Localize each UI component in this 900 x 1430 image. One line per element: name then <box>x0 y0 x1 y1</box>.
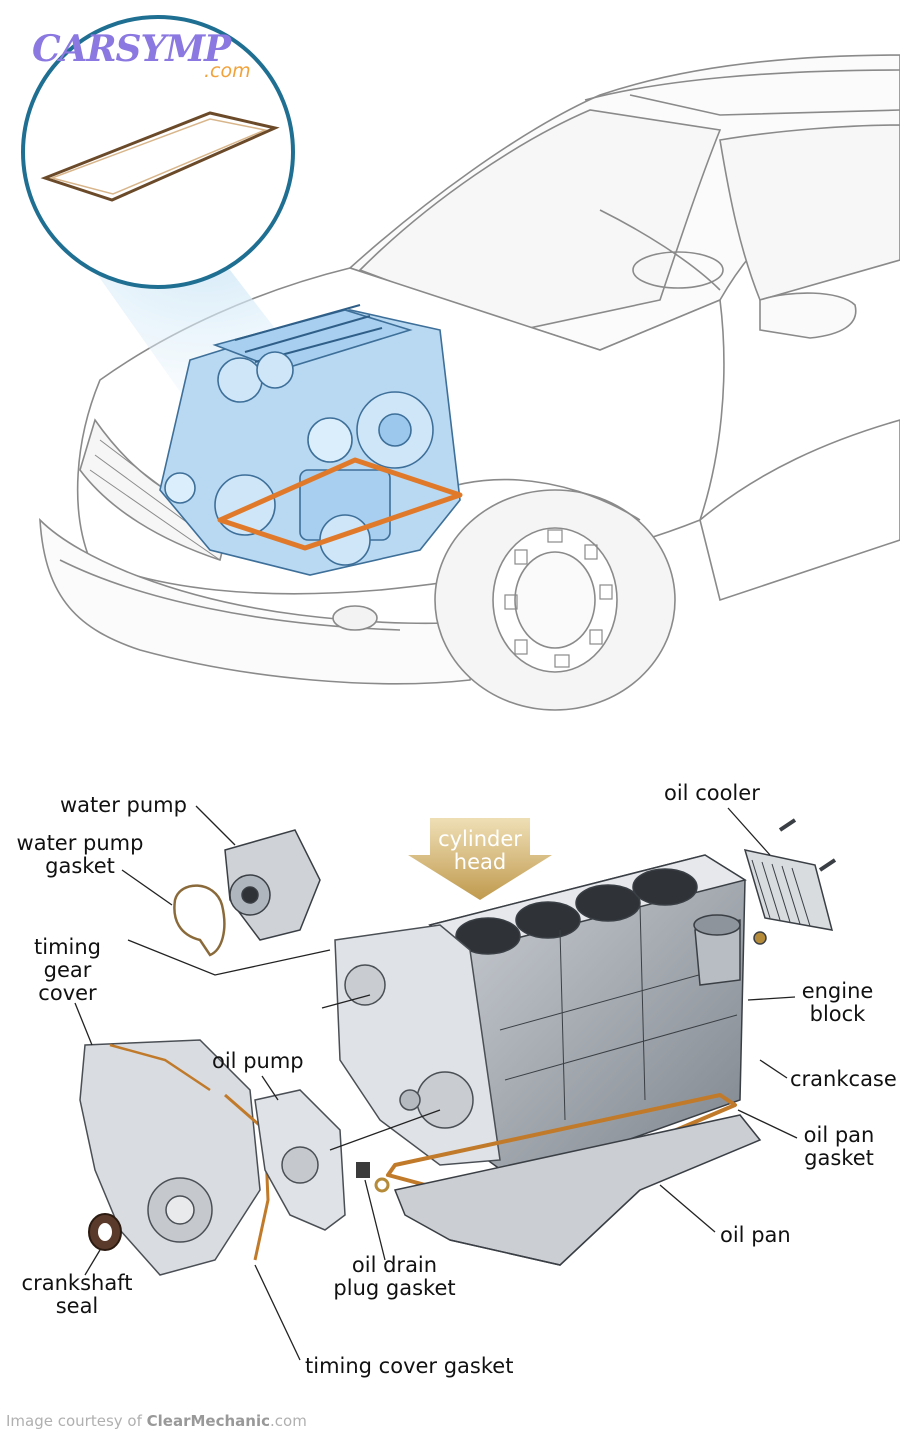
water-pump <box>224 829 321 941</box>
oil-pump <box>254 1089 346 1231</box>
label-oil-cooler: oil cooler <box>664 781 760 805</box>
label-water-pump-gasket-line2: gasket <box>45 854 115 878</box>
label-water-pump-gasket: water pump gasket <box>10 832 150 878</box>
cylinder-head-arrow <box>408 818 552 900</box>
label-oil-pan-gasket-line1: oil pan <box>803 1123 875 1147</box>
callout-circle <box>21 15 295 289</box>
engine-in-car <box>159 304 461 576</box>
label-oil-pump: oil pump <box>212 1049 304 1073</box>
credit-suffix: .com <box>270 1412 307 1430</box>
oil-filter-housing <box>693 914 741 986</box>
label-crankshaft-seal: crankshaft seal <box>12 1272 142 1318</box>
label-crankshaft-seal-line1: crankshaft <box>21 1271 133 1295</box>
engine-oil-pan-gasket-outline <box>217 457 463 551</box>
label-engine-block-line1: engine <box>801 979 874 1003</box>
crankshaft-seal <box>88 1213 122 1251</box>
label-timing-gear-cover-line2: gear <box>43 958 92 982</box>
label-oil-pan: oil pan <box>720 1223 791 1247</box>
credit-prefix: Image courtesy of <box>6 1412 147 1430</box>
label-timing-gear-cover-line1: timing <box>34 935 101 959</box>
label-oil-drain-plug-gasket: oil drain plug gasket <box>322 1254 467 1300</box>
label-crankshaft-seal-line2: seal <box>55 1294 99 1318</box>
leader-lines <box>74 805 798 1361</box>
label-water-pump: water pump <box>60 793 187 817</box>
label-engine-block-line2: block <box>809 1002 866 1026</box>
carsymp-logo: CARSYMP .com <box>32 28 251 82</box>
label-timing-gear-cover: timing gear cover <box>20 936 115 1005</box>
label-timing-cover-gasket: timing cover gasket <box>305 1354 514 1378</box>
logo-sub-text: .com <box>204 60 251 82</box>
label-oil-pan-gasket-line2: gasket <box>804 1146 874 1170</box>
oil-drain-plug <box>356 1162 390 1193</box>
timing-gear-cover <box>79 1039 261 1276</box>
label-oil-drain-plug-gasket-line2: plug gasket <box>333 1276 456 1300</box>
label-crankcase: crankcase <box>790 1067 897 1091</box>
credit-brand: ClearMechanic <box>146 1412 270 1430</box>
oil-pan <box>393 1114 762 1266</box>
oil-cooler <box>743 818 837 945</box>
cylinder-head-label: cylinder head <box>420 828 540 874</box>
label-engine-block: engine block <box>795 980 880 1026</box>
label-oil-drain-plug-gasket-line1: oil drain <box>351 1253 438 1277</box>
label-oil-pan-gasket: oil pan gasket <box>798 1124 880 1170</box>
callout-gasket <box>40 111 280 202</box>
engine-front-plate <box>334 924 501 1166</box>
logo-main-text: CARSYMP <box>32 28 231 70</box>
label-timing-gear-cover-line3: cover <box>38 981 97 1005</box>
cylinder-head-label-line1: cylinder <box>438 827 522 851</box>
cylinder-head-label-line2: head <box>453 850 507 874</box>
image-credit: Image courtesy of ClearMechanic.com <box>6 1412 307 1430</box>
water-pump-gasket <box>173 884 226 957</box>
label-water-pump-gasket-line1: water pump <box>16 831 144 855</box>
